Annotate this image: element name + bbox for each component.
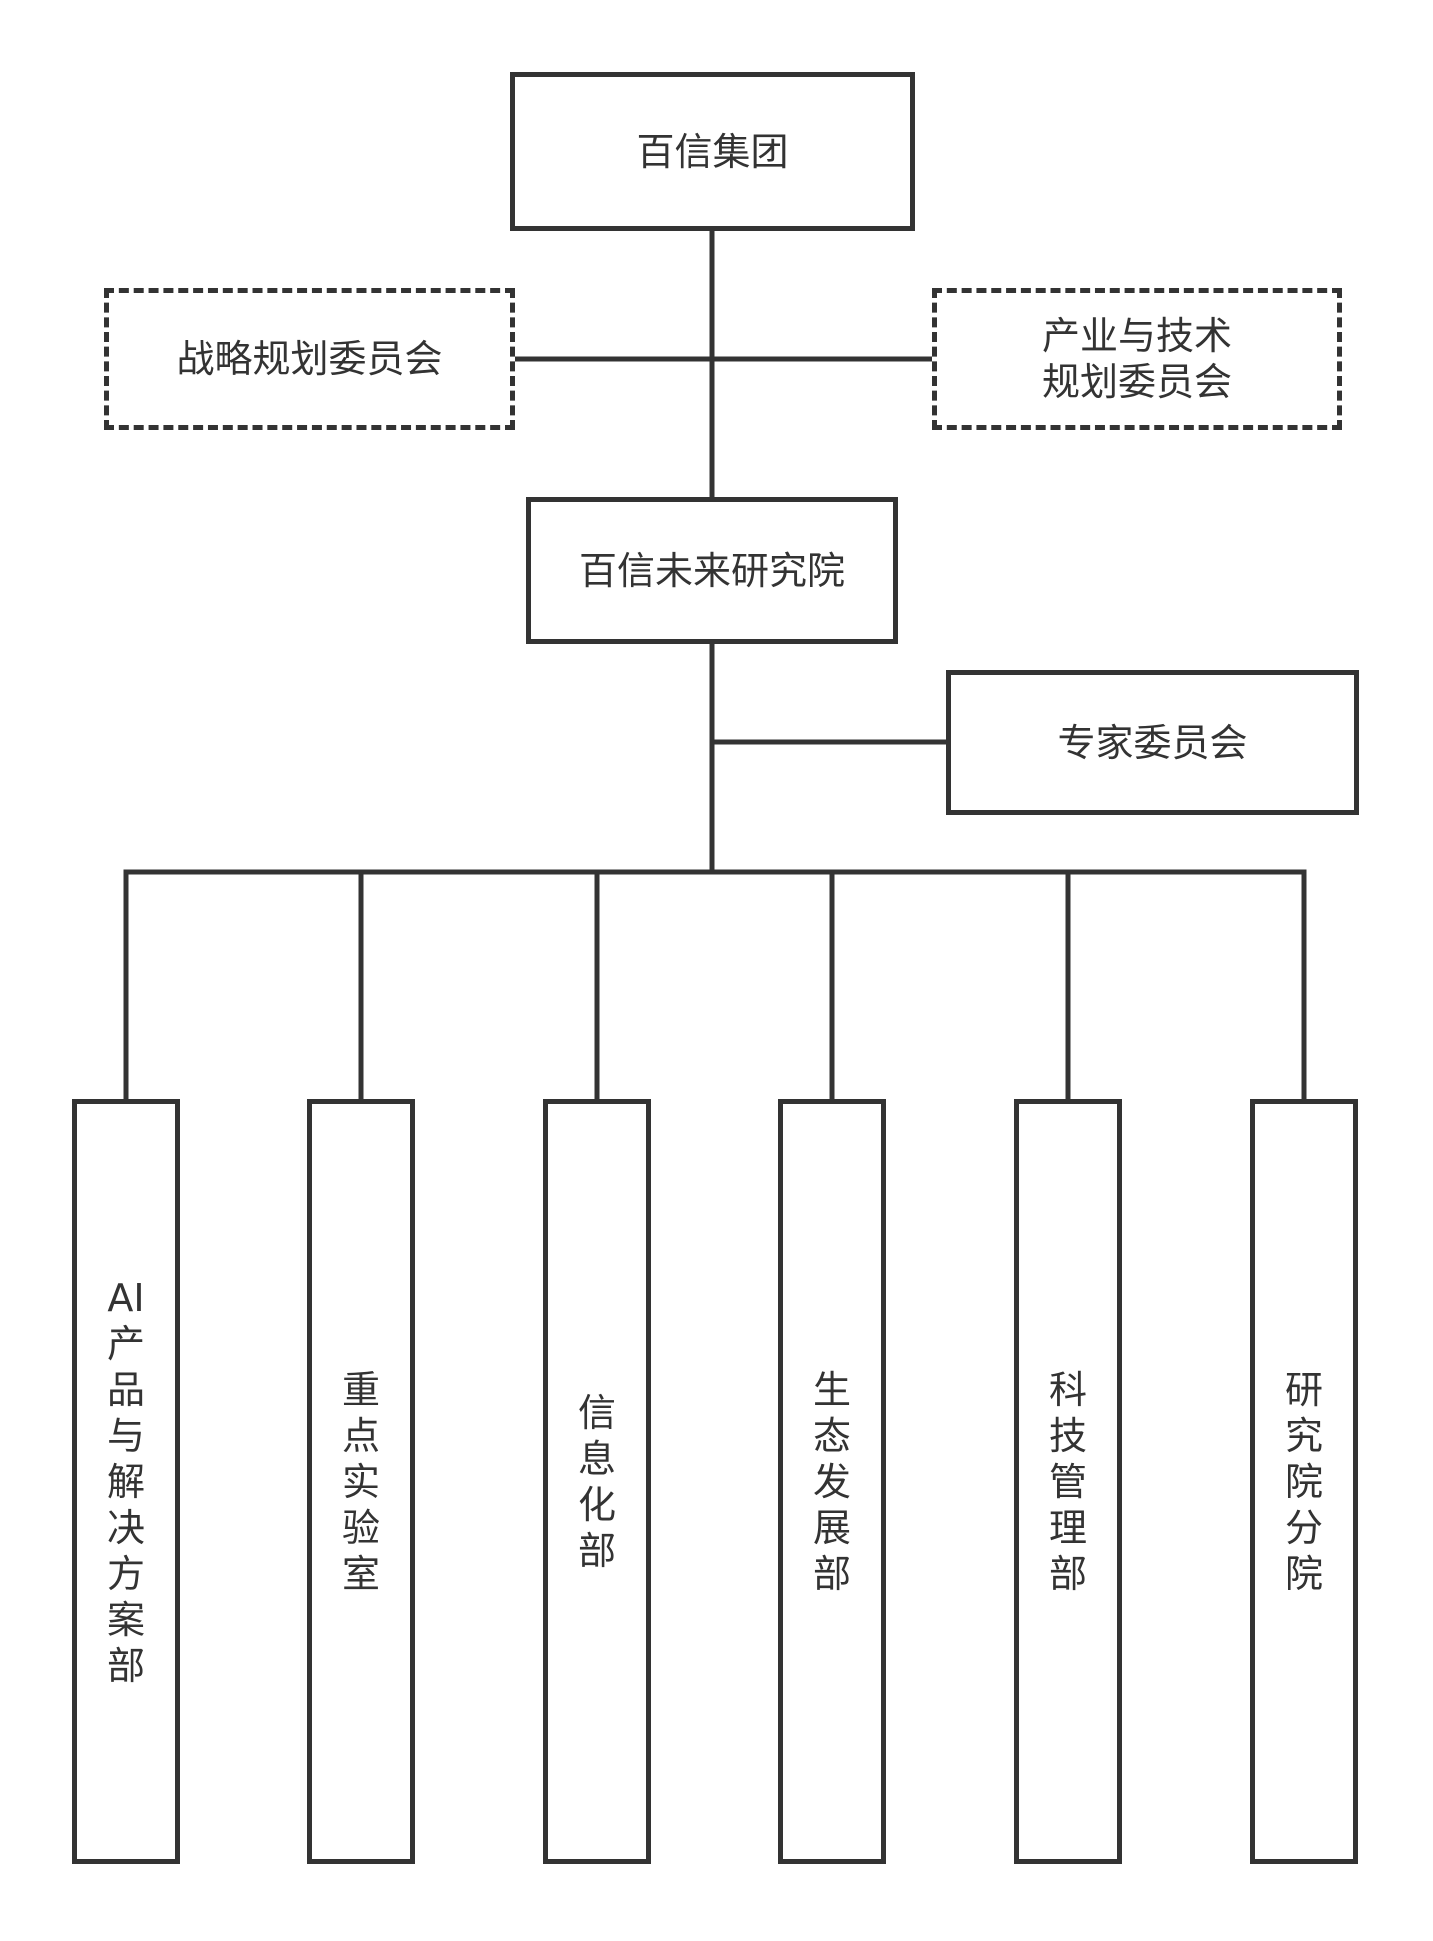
- node-department-5: 科技管理部: [1014, 1099, 1122, 1864]
- node-root-label: 百信集团: [636, 129, 789, 174]
- node-department-1: AI产品与解决方案部: [72, 1099, 180, 1864]
- node-department-4-label: 生态发展部: [812, 1367, 851, 1596]
- node-department-3-label: 信息化部: [577, 1390, 616, 1573]
- node-committee-left-label: 战略规划委员会: [176, 337, 443, 381]
- node-committee-right-label: 产业与技术 规划委员会: [1041, 314, 1232, 404]
- node-expert-committee-label: 专家委员会: [1057, 720, 1248, 765]
- node-institute-label: 百信未来研究院: [578, 548, 845, 593]
- node-department-2: 重点实验室: [307, 1099, 415, 1864]
- node-department-6-label: 研究院分院: [1284, 1367, 1323, 1596]
- node-committee-left: 战略规划委员会: [104, 288, 515, 430]
- node-committee-right: 产业与技术 规划委员会: [932, 288, 1342, 430]
- node-department-2-label: 重点实验室: [341, 1367, 380, 1596]
- node-expert-committee: 专家委员会: [946, 670, 1359, 815]
- node-root: 百信集团: [510, 72, 915, 231]
- node-institute: 百信未来研究院: [526, 497, 898, 644]
- node-department-1-label: AI产品与解决方案部: [106, 1275, 145, 1688]
- node-department-5-label: 科技管理部: [1048, 1367, 1087, 1596]
- node-department-3: 信息化部: [543, 1099, 651, 1864]
- node-department-4: 生态发展部: [778, 1099, 886, 1864]
- node-department-6: 研究院分院: [1250, 1099, 1358, 1864]
